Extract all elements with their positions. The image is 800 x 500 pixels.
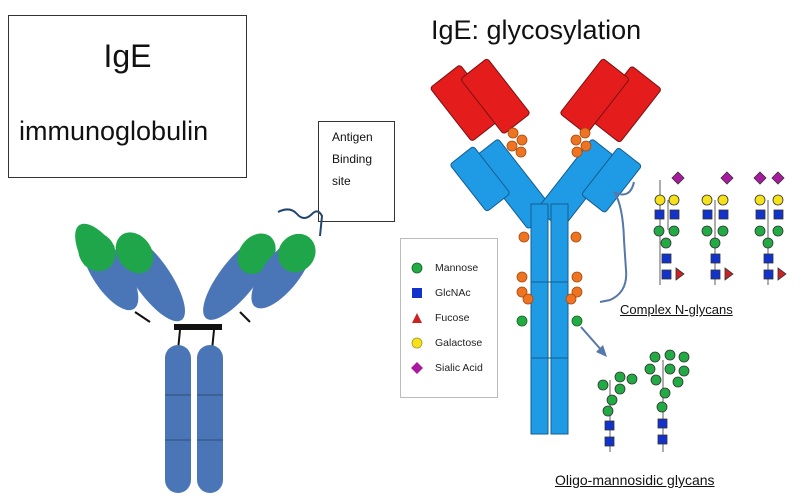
glcnac-icon — [412, 288, 422, 298]
arrow-head — [596, 345, 607, 357]
complex-n-glycans-caption: Complex N-glycans — [620, 302, 733, 317]
antigen-binding-site-label: Antigen Binding site — [318, 121, 395, 222]
glycan-1 — [653, 171, 685, 285]
antigen-squiggle — [277, 208, 324, 237]
stem-right — [550, 203, 569, 435]
glycan-2 — [701, 171, 734, 285]
fc-left — [165, 345, 191, 493]
oligo-glycan-1 — [597, 371, 638, 452]
stem-left — [530, 203, 549, 435]
legend-item-sialic-acid: Sialic Acid — [409, 359, 499, 377]
variable-light-left — [78, 232, 116, 272]
disulfide-right — [239, 311, 251, 323]
disulfide-left — [134, 311, 151, 323]
glycan-sites — [506, 127, 592, 305]
mannose-icon — [411, 262, 423, 274]
blue-arm-left-outer — [450, 146, 510, 212]
red-domain-2 — [461, 58, 530, 134]
legend-item-mannose: Mannose — [409, 259, 499, 277]
legend-item-fucose: Fucose — [409, 309, 499, 327]
antigen-label-line2: Binding — [332, 152, 373, 166]
oligo-mannosidic-glycans — [597, 349, 690, 452]
variable-light-right — [277, 233, 316, 273]
antigen-label-line1: Antigen — [332, 130, 373, 144]
glycan-legend: Mannose GlcNAc Fucose Galactose Sialic A… — [400, 238, 498, 398]
red-domain-4 — [560, 58, 629, 134]
bracket-arrow — [599, 181, 635, 303]
legend-item-glcnac: GlcNAc — [409, 284, 499, 302]
left-antibody — [75, 208, 324, 493]
fc-right — [197, 345, 223, 493]
left-subtitle: immunoglobulin — [19, 116, 209, 146]
glycan-3 — [753, 171, 787, 285]
variable-heavy-left — [115, 232, 154, 274]
legend-item-galactose: Galactose — [409, 334, 499, 352]
blue-arm-right-outer — [581, 148, 642, 213]
fucose-icon — [412, 313, 422, 323]
oligo-glycan-2 — [644, 349, 690, 452]
complex-n-glycans — [653, 171, 787, 285]
igE-title-box: IgE immunoglobulin — [8, 15, 247, 178]
oligo-mannosidic-caption: Oligo-mannosidic glycans — [555, 472, 715, 488]
glycosylation-title: IgE: glycosylation — [431, 15, 642, 45]
galactose-icon — [411, 337, 423, 349]
hinge-bar — [174, 324, 222, 330]
sialic-acid-icon — [411, 362, 423, 374]
right-antibody — [430, 58, 661, 435]
left-title: IgE — [103, 38, 152, 74]
antigen-label-line3: site — [332, 174, 351, 188]
